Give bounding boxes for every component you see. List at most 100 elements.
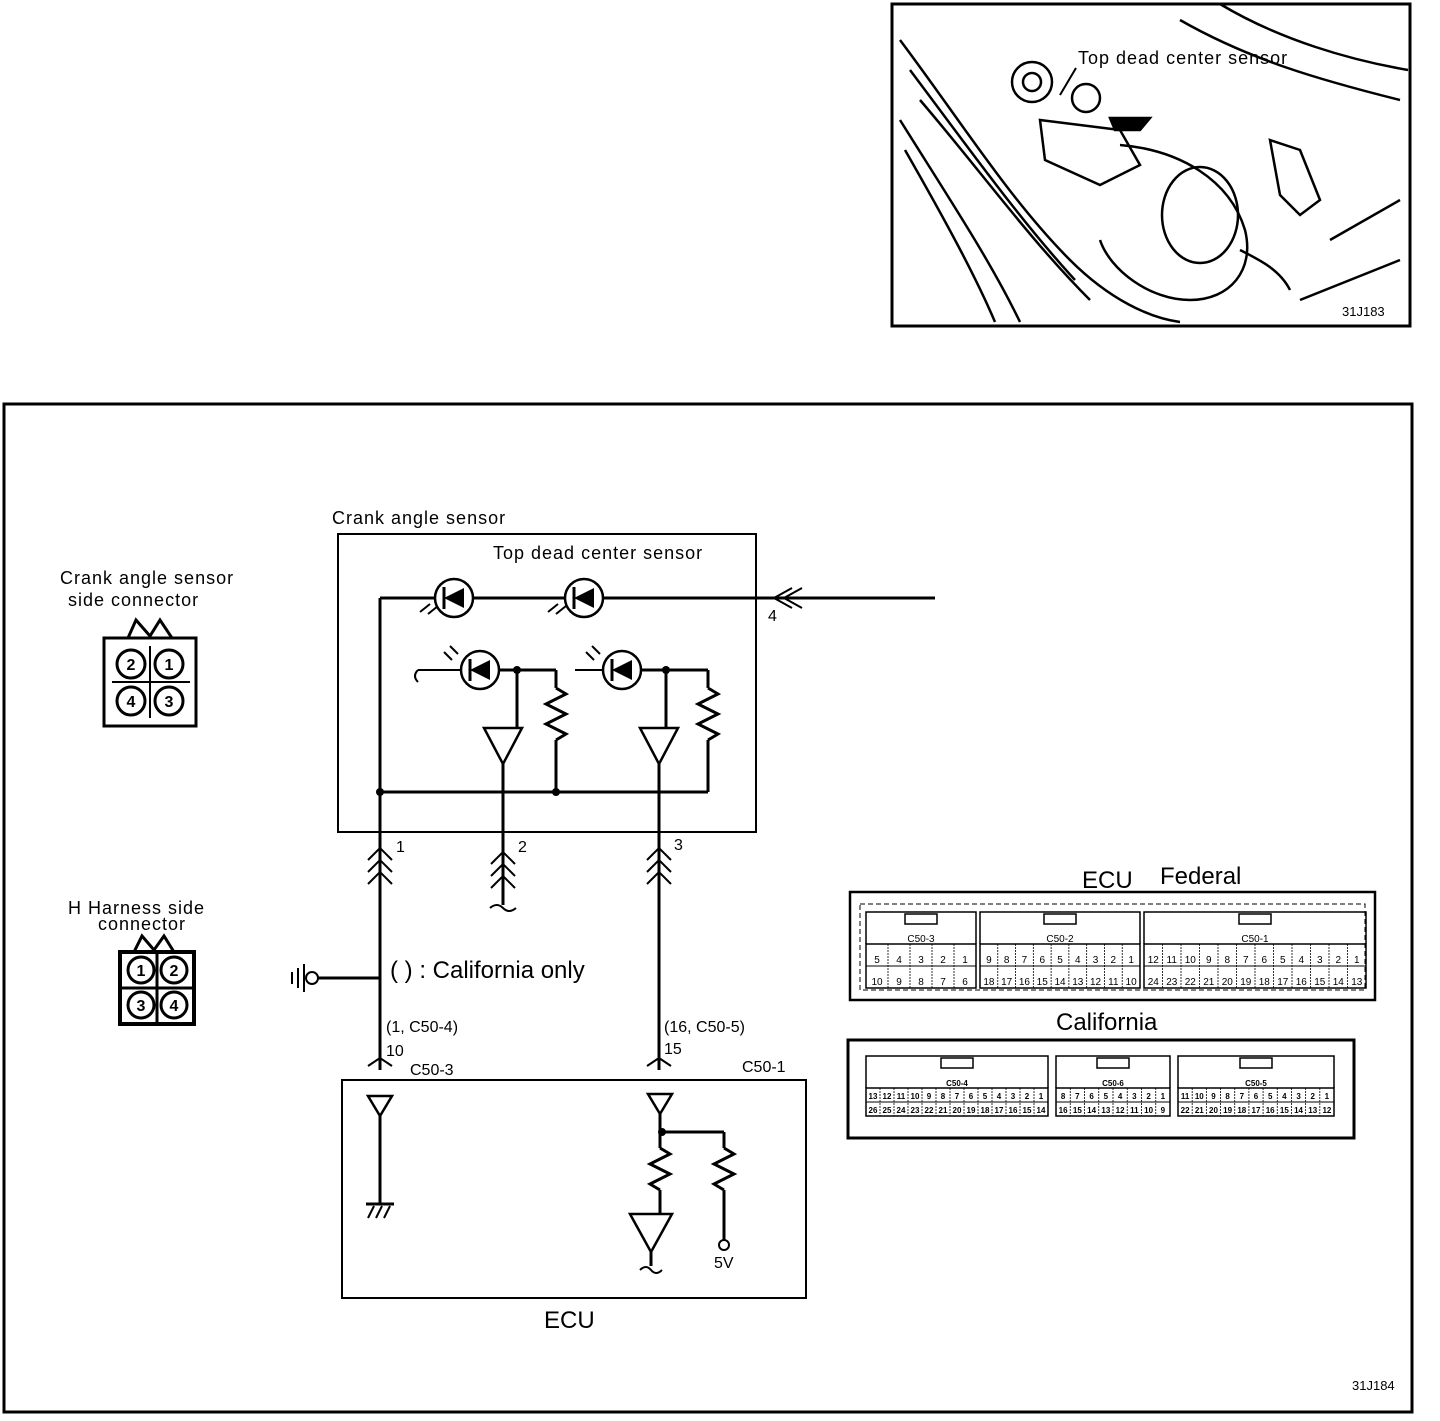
harness-pin-label: 3 <box>137 998 146 1015</box>
connector-chevrons <box>367 587 803 1067</box>
california-note: ( ) : California only <box>390 957 585 984</box>
photo-figure-id: 31J183 <box>1342 304 1385 319</box>
diagram-figure-id: 31J184 <box>1352 1378 1395 1393</box>
photo-panel: Top dead center sensor 31J183 <box>890 2 1412 328</box>
california-pin-cell: 26 <box>869 1106 878 1115</box>
ecu-federal-connector: ECU Federal C50-351049382716C50-29188177… <box>848 863 1377 1002</box>
california-pin-cell: 8 <box>941 1092 946 1101</box>
wire-note-right-alt: (16, C50-5) <box>664 1019 745 1036</box>
harness-connector: H Harness side connector 1 2 3 4 <box>68 898 205 1026</box>
federal-connector-body <box>848 890 1377 1002</box>
california-pin-cell: 16 <box>1059 1106 1068 1115</box>
california-pin-cell: 13 <box>869 1092 878 1101</box>
california-pin-cell: 13 <box>1101 1106 1110 1115</box>
harness-pin-label: 4 <box>170 998 179 1015</box>
connector-key-tab <box>132 933 176 953</box>
federal-pin-cell: 2 <box>940 955 946 966</box>
photodiode-channel-b <box>575 645 722 792</box>
california-pin-cell: 9 <box>927 1092 932 1101</box>
federal-pin-cell: 7 <box>940 977 946 988</box>
california-pin-cell: 6 <box>1254 1092 1259 1101</box>
california-pin-cell: 22 <box>1181 1106 1190 1115</box>
ecu-label: ECU <box>544 1307 595 1334</box>
ecu-pin-right: C50-1 <box>742 1059 786 1076</box>
crank-pin-circle <box>115 648 147 680</box>
california-pin-cell: 14 <box>1037 1106 1046 1115</box>
california-pin-cell: 24 <box>897 1106 906 1115</box>
federal-pin-cell: 9 <box>1206 955 1212 966</box>
federal-pin-cell: 23 <box>1166 977 1178 988</box>
california-pin-cell: 12 <box>883 1092 892 1101</box>
california-pin-cell: 12 <box>1322 1106 1331 1115</box>
california-pin-cell: 8 <box>1061 1092 1066 1101</box>
ecu-pin-left: C50-3 <box>410 1062 454 1079</box>
california-pin-cell: 12 <box>1116 1106 1125 1115</box>
ecu-connector-name: C50-1 <box>1241 934 1269 945</box>
california-pin-cell: 10 <box>911 1092 920 1101</box>
federal-pin-cell: 4 <box>896 955 902 966</box>
ecu-connector-block: C50-112241123102292182071961851741631521… <box>1143 911 1367 989</box>
federal-pin-cell: 9 <box>896 977 902 988</box>
wire-note-right-num: 15 <box>664 1041 682 1058</box>
crank-connector-title-2: side connector <box>68 590 199 610</box>
federal-pin-cell: 2 <box>1111 955 1117 966</box>
federal-pin-cell: 24 <box>1148 977 1160 988</box>
california-pin-cell: 5 <box>1104 1092 1109 1101</box>
federal-pin-cell: 1 <box>962 955 968 966</box>
wire-note-left-alt: (1, C50-4) <box>386 1019 458 1036</box>
california-pin-cell: 10 <box>1144 1106 1153 1115</box>
california-pin-cell: 9 <box>1211 1092 1216 1101</box>
federal-pin-cell: 8 <box>918 977 924 988</box>
federal-pin-cell: 5 <box>874 955 880 966</box>
tdc-sensor-label: Top dead center sensor <box>493 543 703 563</box>
crank-pin-label: 1 <box>165 657 174 674</box>
photo-frame <box>890 2 1412 328</box>
federal-pin-cell: 19 <box>1240 977 1252 988</box>
california-pin-cell: 1 <box>1161 1092 1166 1101</box>
california-pin-cell: 7 <box>955 1092 960 1101</box>
federal-pin-cell: 15 <box>1314 977 1326 988</box>
wire-note-left-num: 10 <box>386 1043 404 1060</box>
harness-connector-title-1: H Harness side <box>68 898 205 918</box>
california-pin-grid: C50-413261225112410239228217206195184173… <box>865 1055 1335 1117</box>
california-pin-cell: 19 <box>1223 1106 1232 1115</box>
crank-pin-circle <box>153 685 185 717</box>
connector-key-tab <box>126 617 174 639</box>
federal-pin-cell: 18 <box>983 977 995 988</box>
federal-pin-cell: 4 <box>1075 955 1081 966</box>
crank-pin-label: 3 <box>165 694 174 711</box>
california-title: California <box>1056 1009 1158 1036</box>
federal-pin-grid: C50-351049382716C50-29188177166155144133… <box>865 911 1367 989</box>
crank-pin-label: 2 <box>127 657 136 674</box>
crank-pin-circle <box>115 685 147 717</box>
pull-down-resistor <box>646 1146 674 1192</box>
crank-pin-label: 4 <box>127 694 136 711</box>
sensor-box-title: Crank angle sensor <box>332 508 506 528</box>
federal-pin-cell: 3 <box>918 955 924 966</box>
federal-pin-cell: 16 <box>1296 977 1308 988</box>
california-pin-cell: 5 <box>983 1092 988 1101</box>
harness-pin-label: 1 <box>137 963 146 980</box>
federal-pin-cell: 4 <box>1298 955 1304 966</box>
california-pin-cell: 17 <box>995 1106 1004 1115</box>
ecu-connector-name: C50-5 <box>1245 1079 1267 1088</box>
california-pin-cell: 10 <box>1195 1092 1204 1101</box>
california-pin-cell: 14 <box>1087 1106 1096 1115</box>
federal-pin-cell: 6 <box>962 977 968 988</box>
california-connector-body <box>846 1038 1356 1140</box>
federal-pin-cell: 1 <box>1128 955 1134 966</box>
california-pin-cell: 4 <box>1118 1092 1123 1101</box>
crank-connector-title-1: Crank angle sensor <box>60 568 234 588</box>
pin-2-label: 2 <box>518 839 527 856</box>
ecu-connector-name: C50-6 <box>1102 1079 1124 1088</box>
pin-1-label: 1 <box>396 839 405 856</box>
california-pin-cell: 15 <box>1073 1106 1082 1115</box>
federal-pin-cell: 15 <box>1037 977 1049 988</box>
california-pin-cell: 21 <box>939 1106 948 1115</box>
harness-pin-label: 2 <box>170 963 179 980</box>
ecu-connector-block: C50-413261225112410239228217206195184173… <box>865 1055 1049 1117</box>
